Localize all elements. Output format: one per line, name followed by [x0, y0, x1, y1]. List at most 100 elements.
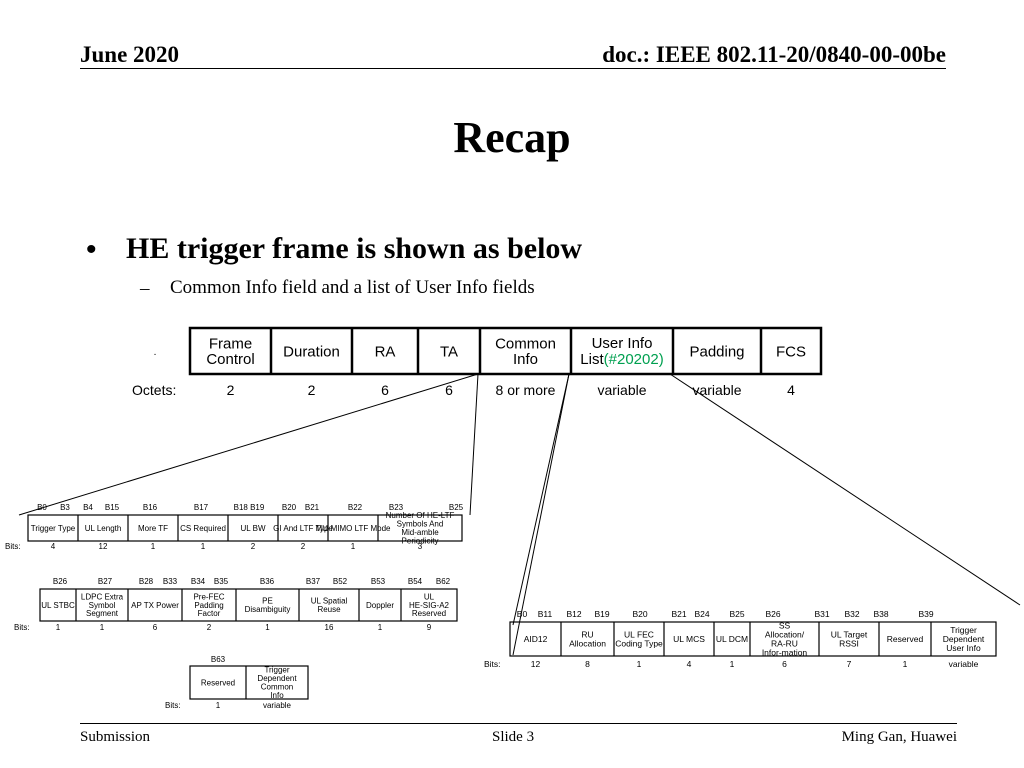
bit-position-label: B32: [844, 609, 859, 619]
row-dot: .: [154, 347, 157, 358]
bits-value: 1: [730, 659, 735, 669]
header-doc-id: doc.: IEEE 802.11-20/0840-00-00be: [602, 42, 946, 67]
bit-position-label: B52: [333, 577, 348, 586]
bits-value: 6: [153, 623, 158, 632]
octets-value: variable: [597, 382, 646, 398]
bits-value: 9: [427, 623, 432, 632]
zoom-connector-line: [512, 373, 570, 626]
bit-position-label: B18 B19: [234, 503, 265, 512]
octets-value: 4: [787, 382, 795, 398]
bits-value: 6: [782, 659, 787, 669]
bit-position-label: B62: [436, 577, 451, 586]
zoom-connector-line: [469, 373, 479, 516]
frame-field-cell: Padding: [689, 343, 744, 360]
bits-value: 2: [251, 542, 256, 551]
octets-value: 6: [445, 382, 453, 398]
octets-label: Octets:: [132, 382, 176, 398]
common_info_1-field-cell: CS Required: [180, 524, 226, 533]
bits-value: 12: [99, 542, 108, 551]
frame-field-cell-user-info-list: List(#20202): [580, 351, 663, 368]
bit-position-label: B3: [60, 503, 70, 512]
bit-position-label: B34: [191, 577, 206, 586]
bit-position-label: B33: [163, 577, 178, 586]
footer-rule: [80, 723, 957, 724]
bits-value: 1: [265, 623, 270, 632]
bits-value: 16: [325, 623, 334, 632]
bit-position-label: B4: [83, 503, 93, 512]
frame-row-outline: [188, 326, 823, 376]
common_info_1-field-cell: UL Length: [85, 524, 122, 533]
bit-position-label: B54: [408, 577, 423, 586]
bit-position-label: B39: [918, 609, 933, 619]
bits-value: 1: [151, 542, 156, 551]
bit-position-label: B20: [282, 503, 297, 512]
common_info_2-field-cell: AP TX Power: [131, 601, 179, 610]
common_info_2-field-cell: UL STBC: [41, 601, 75, 610]
bits-value: 4: [687, 659, 692, 669]
common_info_2-row-outline: [39, 588, 458, 622]
bits-value: 12: [531, 659, 541, 669]
bit-position-label: B22: [348, 503, 363, 512]
bit-position-label: B28: [139, 577, 154, 586]
bit-position-label: B26: [765, 609, 780, 619]
bit-position-label: B21: [305, 503, 320, 512]
bit-position-label: B31: [814, 609, 829, 619]
sub-bullet-text: Common Info field and a list of User Inf…: [170, 277, 535, 298]
bullet-marker: •: [86, 233, 97, 266]
bit-position-label: B12: [566, 609, 581, 619]
zoom-connector-line: [512, 373, 570, 656]
bit-position-label: B24: [694, 609, 709, 619]
bits-value: 1: [378, 623, 383, 632]
octets-value: 2: [227, 382, 235, 398]
header-date: June 2020: [80, 42, 180, 67]
bits-value: 4: [51, 542, 56, 551]
user_info-field-cell: Reserved: [887, 634, 924, 644]
bit-position-label: B36: [260, 577, 275, 586]
zoom-connector-line: [18, 373, 479, 516]
bit-position-label: B35: [214, 577, 229, 586]
bits-value: 1: [637, 659, 642, 669]
octets-value: 6: [381, 382, 389, 398]
frame-field-cell: RA: [375, 343, 396, 360]
common_info_3-row-outline: [189, 665, 309, 700]
bits-value: variable: [949, 659, 979, 669]
sub-bullet-marker: –: [140, 278, 150, 299]
common_info_2-field-cell: Doppler: [366, 601, 394, 610]
common_info_3-field-cell: Reserved: [201, 678, 235, 687]
common_info_1-field-cell: UL BW: [240, 524, 265, 533]
bit-position-label: B63: [211, 655, 226, 664]
bit-position-label: B0: [37, 503, 47, 512]
bits-value: 1: [216, 701, 221, 710]
bit-position-label: B27: [98, 577, 113, 586]
bits-value: 1: [903, 659, 908, 669]
user_info-field-cell: AID12: [524, 634, 548, 644]
user_info-field-cell: UL MCS: [673, 634, 705, 644]
common_info_1-field-cell: Trigger Type: [31, 524, 76, 533]
bits-value: variable: [263, 701, 292, 710]
bit-position-label: B17: [194, 503, 209, 512]
frame-field-cell: Duration: [283, 343, 340, 360]
bits-label: Bits:: [484, 659, 501, 669]
bit-position-label: B11: [538, 609, 553, 619]
octets-value: variable: [692, 382, 741, 398]
bits-value: 1: [201, 542, 206, 551]
common_info_1-field-cell: MU-MIMO LTF Mode: [316, 524, 392, 533]
bits-label: Bits:: [165, 701, 181, 710]
bit-position-label: B15: [105, 503, 120, 512]
bits-value: 2: [207, 623, 212, 632]
bit-position-label: B26: [53, 577, 68, 586]
user_info-field-cell: UL DCM: [716, 634, 748, 644]
bit-position-label: B38: [873, 609, 888, 619]
bits-value: 2: [301, 542, 306, 551]
